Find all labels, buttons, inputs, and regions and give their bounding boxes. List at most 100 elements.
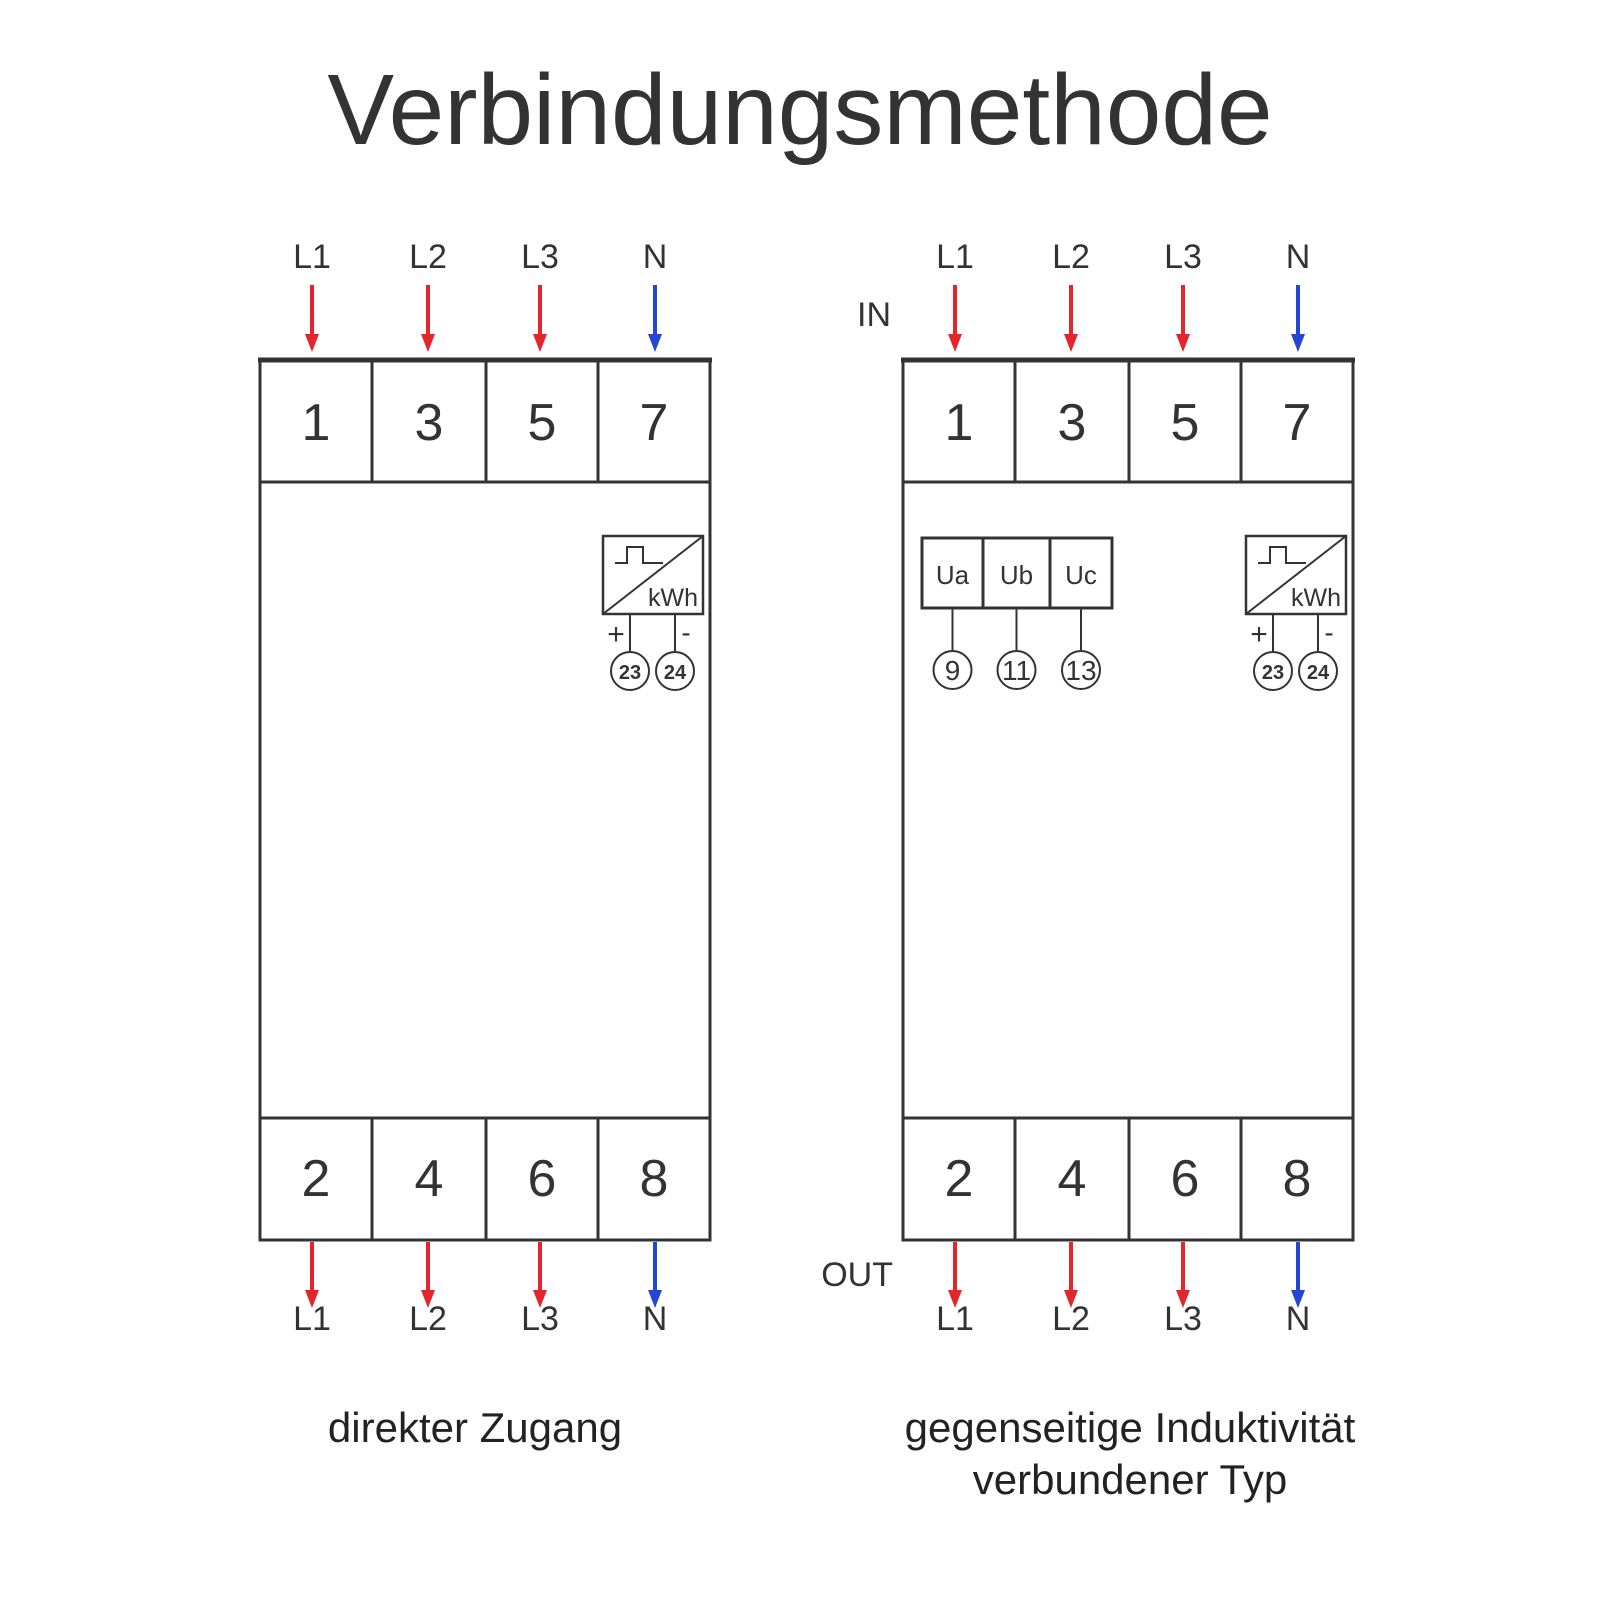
arrow-head (648, 334, 662, 352)
terminal-number: 6 (528, 1150, 557, 1208)
voltage-input-block: Ua 9 Ub 11 Uc 13 (920, 536, 1114, 690)
arrow-head (1176, 1290, 1190, 1308)
load-arrow-n (648, 1242, 662, 1308)
terminal-number: 3 (415, 394, 444, 452)
line-label-bottom: N (643, 1300, 668, 1338)
load-arrow-l1 (305, 1242, 319, 1308)
pulse-output-box (601, 534, 705, 616)
line-label-top: L2 (1052, 238, 1090, 276)
line-label-top: N (643, 238, 668, 276)
pulse-diagonal (1245, 535, 1347, 615)
voltage-terminal-number: 11 (1002, 655, 1031, 686)
terminal-number: 2 (945, 1150, 974, 1208)
caption-line: verbundener Typ (972, 1456, 1288, 1503)
arrow-head (1291, 1290, 1305, 1308)
line-label-bottom: L3 (521, 1300, 559, 1338)
load-arrow-l1 (948, 1242, 962, 1308)
supply-arrow-n (648, 285, 662, 352)
arrow-head (421, 334, 435, 352)
arrow-head (421, 1290, 435, 1308)
caption-transformer: gegenseitige Induktivität verbundener Ty… (860, 1402, 1400, 1506)
voltage-input-label: Uc (1065, 560, 1097, 590)
load-arrow-l3 (1176, 1242, 1190, 1308)
pulse-output: kWh + - 23 24 (601, 534, 705, 691)
supply-arrow-l1 (305, 285, 319, 352)
line-label-top: L1 (936, 238, 974, 276)
pulse-terminal (1253, 651, 1293, 691)
pulse-output-box (1244, 534, 1348, 616)
voltage-terminal (1061, 650, 1101, 690)
line-label-bottom: N (1286, 1300, 1311, 1338)
line-label-bottom: L2 (409, 1300, 447, 1338)
line-label-top: N (1286, 238, 1311, 276)
line-label-top: L3 (1164, 238, 1202, 276)
arrow-head (1064, 1290, 1078, 1308)
voltage-terminal-number: 9 (945, 655, 961, 686)
terminal-number: 2 (302, 1150, 331, 1208)
arrow-head (1291, 334, 1305, 352)
pulse-terminal (655, 651, 695, 691)
arrow-head (305, 1290, 319, 1308)
voltage-terminal-number: 13 (1065, 655, 1096, 686)
pulse-waveform-icon (615, 546, 663, 564)
pulse-output: kWh + - 23 24 (1244, 534, 1348, 691)
supply-arrow-l3 (533, 285, 547, 352)
caption-direct: direkter Zugang (230, 1402, 720, 1454)
line-label-top: L3 (521, 238, 559, 276)
pulse-terminal-number: 23 (619, 662, 641, 684)
line-label-bottom: L2 (1052, 1300, 1090, 1338)
supply-arrow-l3 (1176, 285, 1190, 352)
supply-arrow-l2 (421, 285, 435, 352)
arrow-head (648, 1290, 662, 1308)
terminal-number: 8 (640, 1150, 669, 1208)
supply-arrow-l2 (1064, 285, 1078, 352)
arrow-head (948, 1290, 962, 1308)
pulse-terminal-number: 23 (1262, 662, 1284, 684)
terminal-number: 7 (640, 394, 669, 452)
pulse-unit-label: kWh (648, 584, 698, 612)
arrow-head (948, 334, 962, 352)
pulse-terminal-number: 24 (664, 662, 687, 684)
pulse-terminal (610, 651, 650, 691)
line-label-top: L1 (293, 238, 331, 276)
pulse-terminal (1298, 651, 1338, 691)
pulse-unit-label: kWh (1291, 584, 1341, 612)
terminal-number: 5 (528, 394, 557, 452)
terminal-number: 1 (302, 394, 331, 452)
terminal-number: 8 (1283, 1150, 1312, 1208)
terminal-number: 1 (945, 394, 974, 452)
supply-arrow-n (1291, 285, 1305, 352)
out-label: OUT (821, 1256, 893, 1294)
pulse-minus: - (681, 617, 690, 648)
voltage-terminal (932, 650, 973, 690)
meter-housing (258, 358, 712, 1242)
voltage-input-label: Ub (1000, 560, 1033, 590)
caption-line: direkter Zugang (327, 1404, 623, 1451)
terminal-number: 7 (1283, 394, 1312, 452)
pulse-plus: + (607, 618, 625, 651)
arrow-head (305, 334, 319, 352)
line-label-bottom: L1 (293, 1300, 331, 1338)
arrow-head (1176, 334, 1190, 352)
arrow-head (533, 1290, 547, 1308)
line-label-bottom: L3 (1164, 1300, 1202, 1338)
pulse-terminal-number: 24 (1307, 662, 1330, 684)
caption-line: gegenseitige Induktivität (904, 1404, 1356, 1451)
pulse-diagonal (602, 535, 704, 615)
terminal-number: 4 (415, 1150, 444, 1208)
page-title: Verbindungsmethode (327, 54, 1273, 166)
terminal-number: 3 (1058, 394, 1087, 452)
arrow-head (1064, 334, 1078, 352)
line-label-top: L2 (409, 238, 447, 276)
load-arrow-l2 (421, 1242, 435, 1308)
pulse-minus: - (1324, 617, 1333, 648)
pulse-waveform-icon (1258, 546, 1306, 564)
terminal-number: 5 (1171, 394, 1200, 452)
pulse-plus: + (1250, 618, 1268, 651)
voltage-input-label: Ua (936, 560, 970, 590)
voltage-terminal (996, 650, 1037, 690)
load-arrow-l2 (1064, 1242, 1078, 1308)
